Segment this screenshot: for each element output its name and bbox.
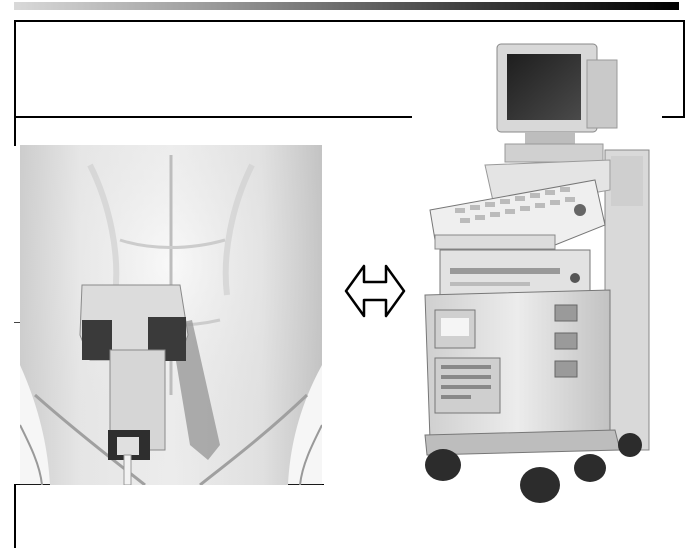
ultrasound-machine-image xyxy=(415,40,665,520)
header-gradient-bar xyxy=(14,2,679,10)
cart-base xyxy=(425,430,620,455)
double-arrow-icon xyxy=(344,262,406,320)
abdomen-with-probe-image xyxy=(20,145,322,485)
monitor-screen xyxy=(507,54,581,120)
probe-ports xyxy=(555,305,577,377)
frame-left-line-mid xyxy=(14,116,16,146)
frame-mid-line-right xyxy=(662,116,685,118)
frame-mid-line-left xyxy=(14,116,412,118)
frame-left-line-lower xyxy=(14,484,16,548)
frame-left-line-upper xyxy=(14,20,16,118)
frame-right-line xyxy=(683,20,685,118)
probe-cable xyxy=(124,455,131,485)
frame-top-line xyxy=(14,20,685,22)
probe-left-wing xyxy=(82,320,112,360)
